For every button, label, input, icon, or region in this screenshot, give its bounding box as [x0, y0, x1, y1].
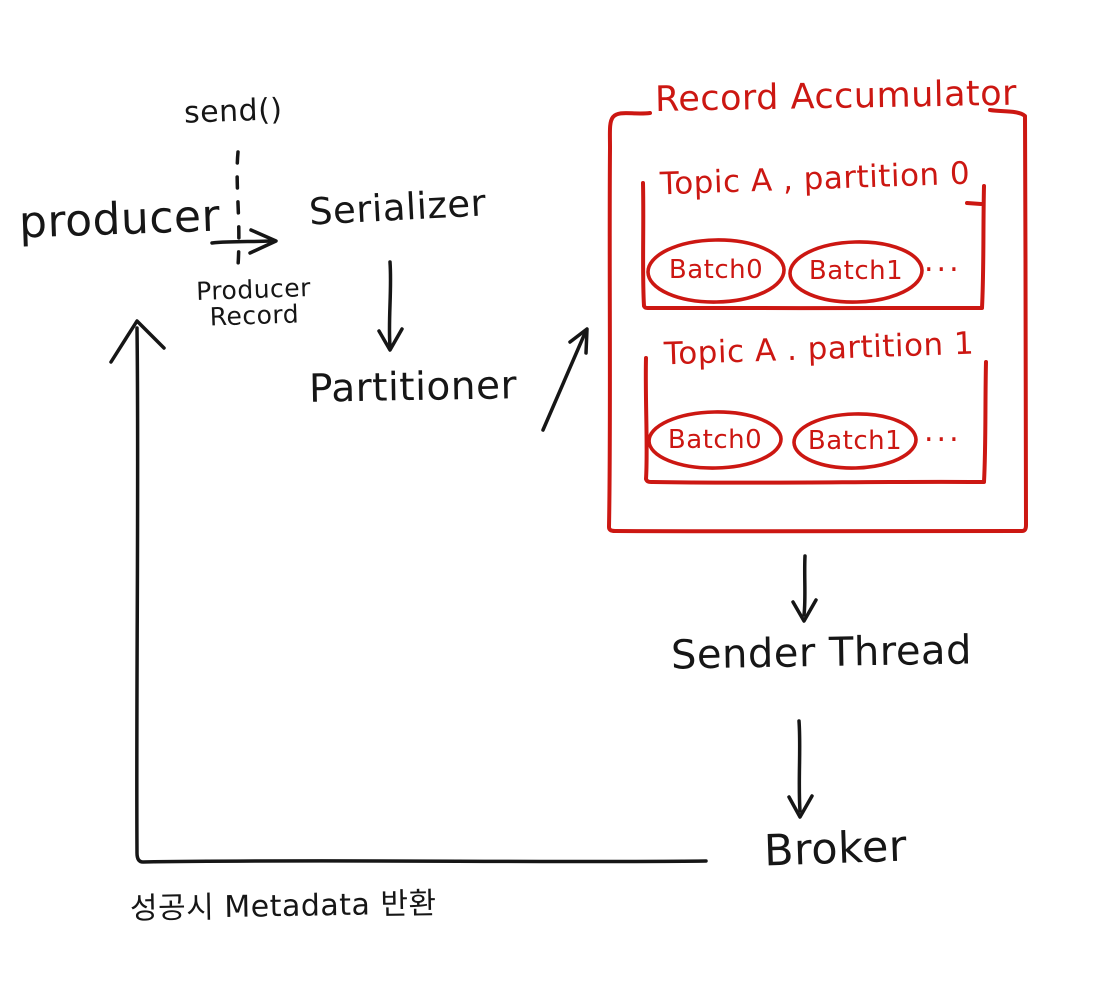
record-accumulator-title: Record Accumulator [654, 73, 1018, 120]
producer-to-serializer-arrow [210, 239, 272, 245]
producer-label: producer [18, 190, 221, 249]
partition0-box [641, 181, 986, 311]
send-call-label: send() [183, 92, 284, 131]
serializer-to-partitioner-arrow [387, 260, 393, 348]
broker-label: Broker [763, 821, 908, 877]
producer-to-serializer-arrowhead-icon [248, 228, 278, 255]
partition1-more-batches-ellipsis: ... [924, 414, 962, 449]
serializer-label: Serializer [307, 181, 488, 234]
partition1-box [643, 356, 988, 485]
accumulator-to-sender-arrowhead-icon [791, 598, 818, 623]
partitioner-label: Partitioner [308, 363, 518, 412]
accumulator-to-sender-arrow [802, 554, 807, 617]
partitioner-to-accumulator-arrowhead-icon [568, 327, 589, 355]
partition0-label-dash [965, 201, 983, 206]
broker-to-producer-return-line [135, 326, 708, 864]
batch-oval [788, 240, 924, 304]
sender-to-broker-arrow [797, 719, 802, 813]
partition0-batch0-label: Batch0 [668, 255, 764, 285]
send-dashed-line [235, 150, 241, 268]
sender-to-broker-arrowhead-icon [787, 794, 814, 819]
batch-oval [792, 412, 918, 470]
return-note-label: 성공시 Metadata 반환 [129, 886, 437, 927]
producer-record-line2: Record [209, 299, 300, 332]
batch-oval [647, 410, 783, 470]
partition1-batch0-label: Batch0 [667, 425, 763, 455]
serializer-to-partitioner-arrowhead-icon [377, 327, 404, 352]
broker-to-producer-return-arrowhead-icon [109, 319, 166, 364]
partitioner-to-accumulator-arrow [541, 331, 587, 432]
sender-thread-label: Sender Thread [670, 627, 973, 679]
partition0-more-batches-ellipsis: ... [924, 244, 962, 279]
partition0-batch1-label: Batch1 [808, 256, 904, 286]
producer-record-caption: Producer Record [195, 273, 313, 332]
record-accumulator-box [607, 108, 1028, 534]
batch-oval [646, 238, 786, 304]
partition1-batch1-label: Batch1 [807, 426, 903, 456]
